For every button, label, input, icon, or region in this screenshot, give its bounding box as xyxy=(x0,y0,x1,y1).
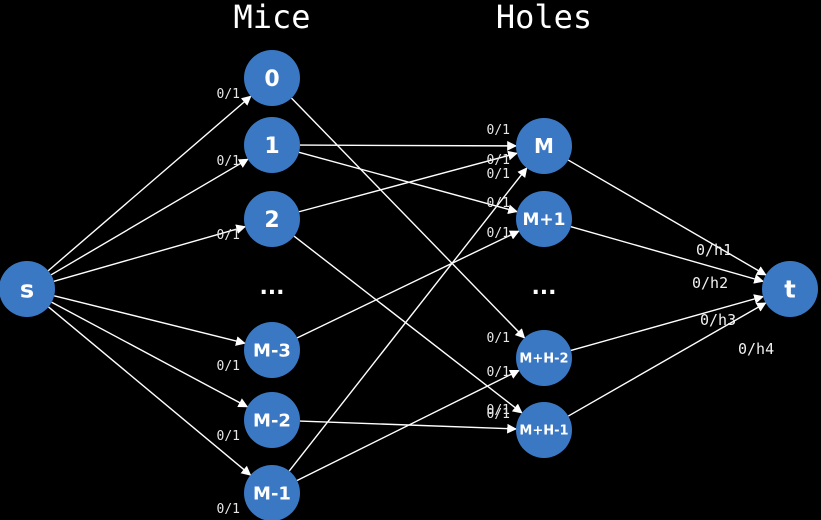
node-circle xyxy=(762,261,818,317)
edge-source-to-mouse xyxy=(51,301,249,408)
node-circle xyxy=(516,330,572,386)
edge-mouse-to-hole xyxy=(298,150,518,213)
source-node: s xyxy=(0,261,55,317)
node-circle xyxy=(244,50,300,106)
node-circle xyxy=(0,261,55,317)
node-circle xyxy=(516,118,572,174)
edge-hole-to-sink xyxy=(567,159,767,276)
node-label: M+1 xyxy=(523,210,566,230)
mice-ellipsis: ... xyxy=(259,275,284,300)
capacity-labels-layer: 0/10/10/10/10/10/10/10/10/10/10/10/10/10… xyxy=(217,87,775,517)
edge-mouse-to-hole xyxy=(296,230,520,339)
capacity-label: 0/1 xyxy=(487,196,510,211)
node-circle xyxy=(516,402,572,458)
mouse-node: 0 xyxy=(244,50,300,106)
node-label: M+H-1 xyxy=(519,424,568,439)
hole-capacity-label: 0/h2 xyxy=(692,274,728,292)
hole-node: M xyxy=(516,118,572,174)
edge-source-to-mouse xyxy=(53,224,247,282)
edge-source-to-mouse xyxy=(54,295,246,346)
node-label: M xyxy=(534,134,554,158)
hole-node: M+H-1 xyxy=(516,402,572,458)
capacity-label: 0/1 xyxy=(487,403,510,418)
mouse-node: M-1 xyxy=(244,465,300,520)
sink-node: t xyxy=(762,261,818,317)
node-label: t xyxy=(784,276,795,304)
holes-ellipsis: ... xyxy=(531,275,556,300)
edges-layer xyxy=(47,95,767,482)
node-circle xyxy=(244,392,300,448)
mice-column-title: Mice xyxy=(233,0,310,36)
edge-mouse-to-hole xyxy=(293,235,523,414)
mouse-node: 1 xyxy=(244,117,300,173)
node-label: M-1 xyxy=(253,483,291,504)
edge-mouse-to-hole xyxy=(299,140,517,151)
node-circle xyxy=(244,322,300,378)
hole-capacity-label: 0/h1 xyxy=(696,241,732,259)
capacity-label: 0/1 xyxy=(487,167,510,182)
edge-source-to-mouse xyxy=(47,95,252,272)
mouse-node: 2 xyxy=(244,191,300,247)
holes-column-title: Holes xyxy=(496,0,592,36)
edge-mouse-to-hole xyxy=(296,369,520,482)
capacity-label: 0/1 xyxy=(217,429,240,444)
capacity-label: 0/1 xyxy=(217,359,240,374)
hole-node: M+H-2 xyxy=(516,330,572,386)
hole-capacity-label: 0/h3 xyxy=(700,311,736,329)
edge-hole-to-sink xyxy=(570,294,764,352)
capacity-label: 0/1 xyxy=(217,154,240,169)
node-label: 2 xyxy=(264,208,279,233)
node-label: M-2 xyxy=(253,410,291,431)
mouse-node: M-3 xyxy=(244,322,300,378)
edge-source-to-mouse xyxy=(50,158,249,276)
mouse-node: M-2 xyxy=(244,392,300,448)
capacity-label: 0/1 xyxy=(487,226,510,241)
nodes-layer: s t 0 1 2M-3M-2M-1 M M+1M+H-2M+H-1 xyxy=(0,50,818,520)
hole-capacity-label: 0/h4 xyxy=(738,340,774,358)
node-circle xyxy=(244,117,300,173)
capacity-label: 0/1 xyxy=(487,331,510,346)
capacity-label: 0/1 xyxy=(487,123,510,138)
edge-source-to-mouse xyxy=(48,306,252,476)
node-circle xyxy=(244,191,300,247)
capacity-label: 0/1 xyxy=(487,365,510,380)
node-circle xyxy=(244,465,300,520)
edge-hole-to-sink xyxy=(567,302,767,417)
node-label: s xyxy=(20,276,34,304)
node-label: 0 xyxy=(264,67,279,92)
node-circle xyxy=(516,191,572,247)
node-label: 1 xyxy=(264,134,279,159)
edge-mouse-to-hole xyxy=(288,167,528,472)
edge-mouse-to-hole xyxy=(291,97,526,339)
hole-node: M+1 xyxy=(516,191,572,247)
capacity-label: 0/1 xyxy=(487,407,510,422)
capacity-label: 0/1 xyxy=(487,153,510,168)
node-label: M+H-2 xyxy=(519,352,568,367)
capacity-label: 0/1 xyxy=(217,228,240,243)
node-label: M-3 xyxy=(253,340,291,361)
edge-hole-to-sink xyxy=(570,225,765,284)
capacity-label: 0/1 xyxy=(217,87,240,102)
capacity-label: 0/1 xyxy=(217,502,240,517)
